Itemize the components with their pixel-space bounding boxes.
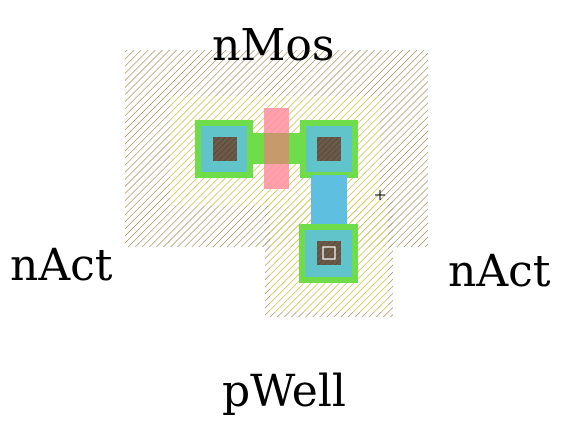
crosshair-icon (375, 190, 385, 200)
label-left: nAct (10, 240, 113, 291)
well-tap-inner (322, 246, 336, 260)
gate-overlap (264, 133, 289, 164)
contact-left-hatch (213, 137, 237, 161)
metal-wire (311, 175, 347, 231)
well-tap-contact-hatch (317, 241, 341, 265)
label-right: nAct (448, 246, 551, 297)
label-top: nMos (212, 20, 335, 71)
contact-right-hatch (317, 137, 341, 161)
label-bottom: pWell (222, 366, 346, 417)
